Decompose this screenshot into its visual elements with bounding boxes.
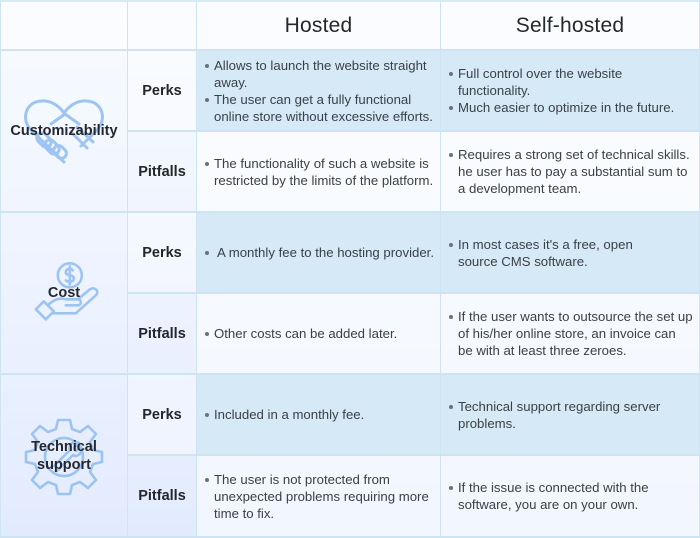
bullet-list: If the issue is connected with the softw… — [449, 479, 693, 513]
column-header-hosted: Hosted — [197, 0, 441, 51]
bullet-list: If the user wants to outsource the set u… — [449, 308, 693, 359]
handshake-heart-icon — [24, 99, 104, 164]
category-label-line: Technical — [31, 438, 97, 455]
bullet-item: Included in a monthly fee. — [205, 406, 364, 423]
bullet-item: If the user wants to outsource the set u… — [449, 308, 693, 359]
bullet-list: Other costs can be added later. — [205, 325, 397, 342]
category-label: Cost — [47, 285, 81, 301]
bullet-item: Allows to launch the website straight aw… — [205, 57, 434, 91]
self-hosted-pitfalls-cell: Requires a strong set of technical skill… — [441, 132, 700, 213]
bullet-item: Requires a strong set of technical skill… — [449, 146, 693, 197]
bullet-item: The functionality of such a website is r… — [205, 155, 434, 189]
self-hosted-pitfalls-cell: If the user wants to outsource the set u… — [441, 294, 700, 375]
bullet-item: The user can get a fully functional onli… — [205, 91, 434, 125]
bullet-list: Included in a monthly fee. — [205, 406, 364, 423]
category-customizability: Customizability — [0, 51, 128, 213]
bullet-item: In most cases it's a free, open source C… — [449, 236, 693, 270]
bullet-list: Allows to launch the website straight aw… — [205, 57, 434, 125]
category-cost: Cost — [0, 213, 128, 375]
hosted-pitfalls-cell: The user is not protected from unexpecte… — [197, 456, 441, 538]
header-corner-category — [0, 0, 128, 51]
category-label-line: support — [37, 456, 91, 473]
column-header-self-hosted: Self-hosted — [441, 0, 700, 51]
bullet-item: A monthly fee to the hosting provider. — [205, 244, 434, 261]
bullet-list: A monthly fee to the hosting provider. — [205, 244, 434, 261]
bullet-item: If the issue is connected with the softw… — [449, 479, 693, 513]
row-type-perks: Perks — [128, 51, 197, 132]
hosted-perks-cell: A monthly fee to the hosting provider. — [197, 213, 441, 294]
hosted-perks-cell: Allows to launch the website straight aw… — [197, 51, 441, 132]
bullet-list: The user is not protected from unexpecte… — [205, 471, 434, 522]
row-type-perks: Perks — [128, 213, 197, 294]
bullet-list: Full control over the website functional… — [449, 65, 693, 116]
category-label: Customizability — [10, 123, 118, 139]
self-hosted-perks-cell: In most cases it's a free, open source C… — [441, 213, 700, 294]
category-technical-support: Technical support — [0, 375, 128, 538]
bullet-list: In most cases it's a free, open source C… — [449, 236, 693, 270]
bullet-item: Much easier to optimize in the future. — [449, 99, 693, 116]
bullet-list: Requires a strong set of technical skill… — [449, 146, 693, 197]
row-type-perks: Perks — [128, 375, 197, 456]
row-type-pitfalls: Pitfalls — [128, 132, 197, 213]
hosted-pitfalls-cell: Other costs can be added later. — [197, 294, 441, 375]
header-corner-type — [128, 0, 197, 51]
bullet-item: The user is not protected from unexpecte… — [205, 471, 434, 522]
self-hosted-perks-cell: Full control over the website functional… — [441, 51, 700, 132]
bullet-list: Technical support regarding server probl… — [449, 398, 693, 432]
bullet-item: Technical support regarding server probl… — [449, 398, 693, 432]
bullet-item: Other costs can be added later. — [205, 325, 397, 342]
gear-wrench-icon — [24, 418, 104, 495]
row-type-pitfalls: Pitfalls — [128, 294, 197, 375]
hosted-pitfalls-cell: The functionality of such a website is r… — [197, 132, 441, 213]
self-hosted-perks-cell: Technical support regarding server probl… — [441, 375, 700, 456]
category-label: Technical support — [31, 438, 97, 474]
bullet-list: The functionality of such a website is r… — [205, 155, 434, 189]
row-type-pitfalls: Pitfalls — [128, 456, 197, 538]
hosted-perks-cell: Included in a monthly fee. — [197, 375, 441, 456]
self-hosted-pitfalls-cell: If the issue is connected with the softw… — [441, 456, 700, 538]
hand-holding-dollar-icon — [34, 262, 99, 321]
bullet-item: Full control over the website functional… — [449, 65, 693, 99]
